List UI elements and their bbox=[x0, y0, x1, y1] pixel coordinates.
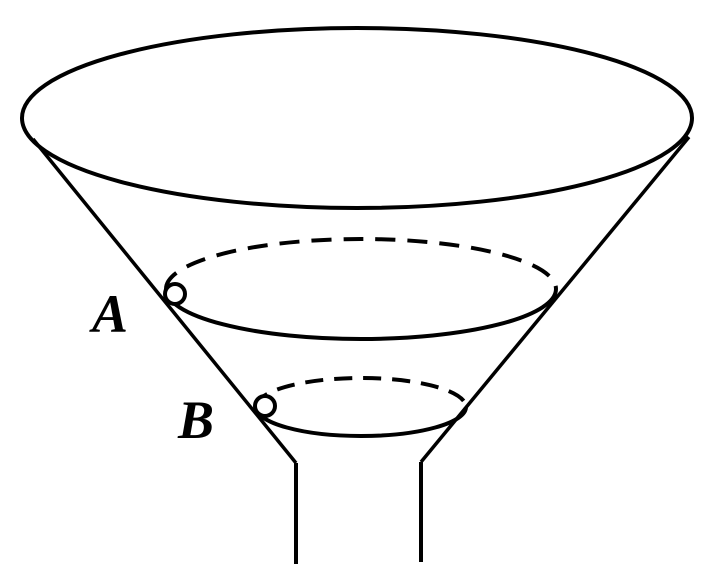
orbit-b-back bbox=[254, 376, 468, 408]
funnel-rim bbox=[20, 26, 694, 210]
orbit-a-front bbox=[164, 288, 558, 341]
funnel-wall-left bbox=[31, 137, 298, 465]
label-a: A bbox=[89, 284, 128, 344]
ball-b bbox=[253, 394, 277, 418]
label-b: B bbox=[177, 390, 214, 450]
orbit-b-front bbox=[254, 406, 468, 438]
ball-a bbox=[163, 282, 187, 306]
orbit-a-back bbox=[164, 237, 558, 290]
